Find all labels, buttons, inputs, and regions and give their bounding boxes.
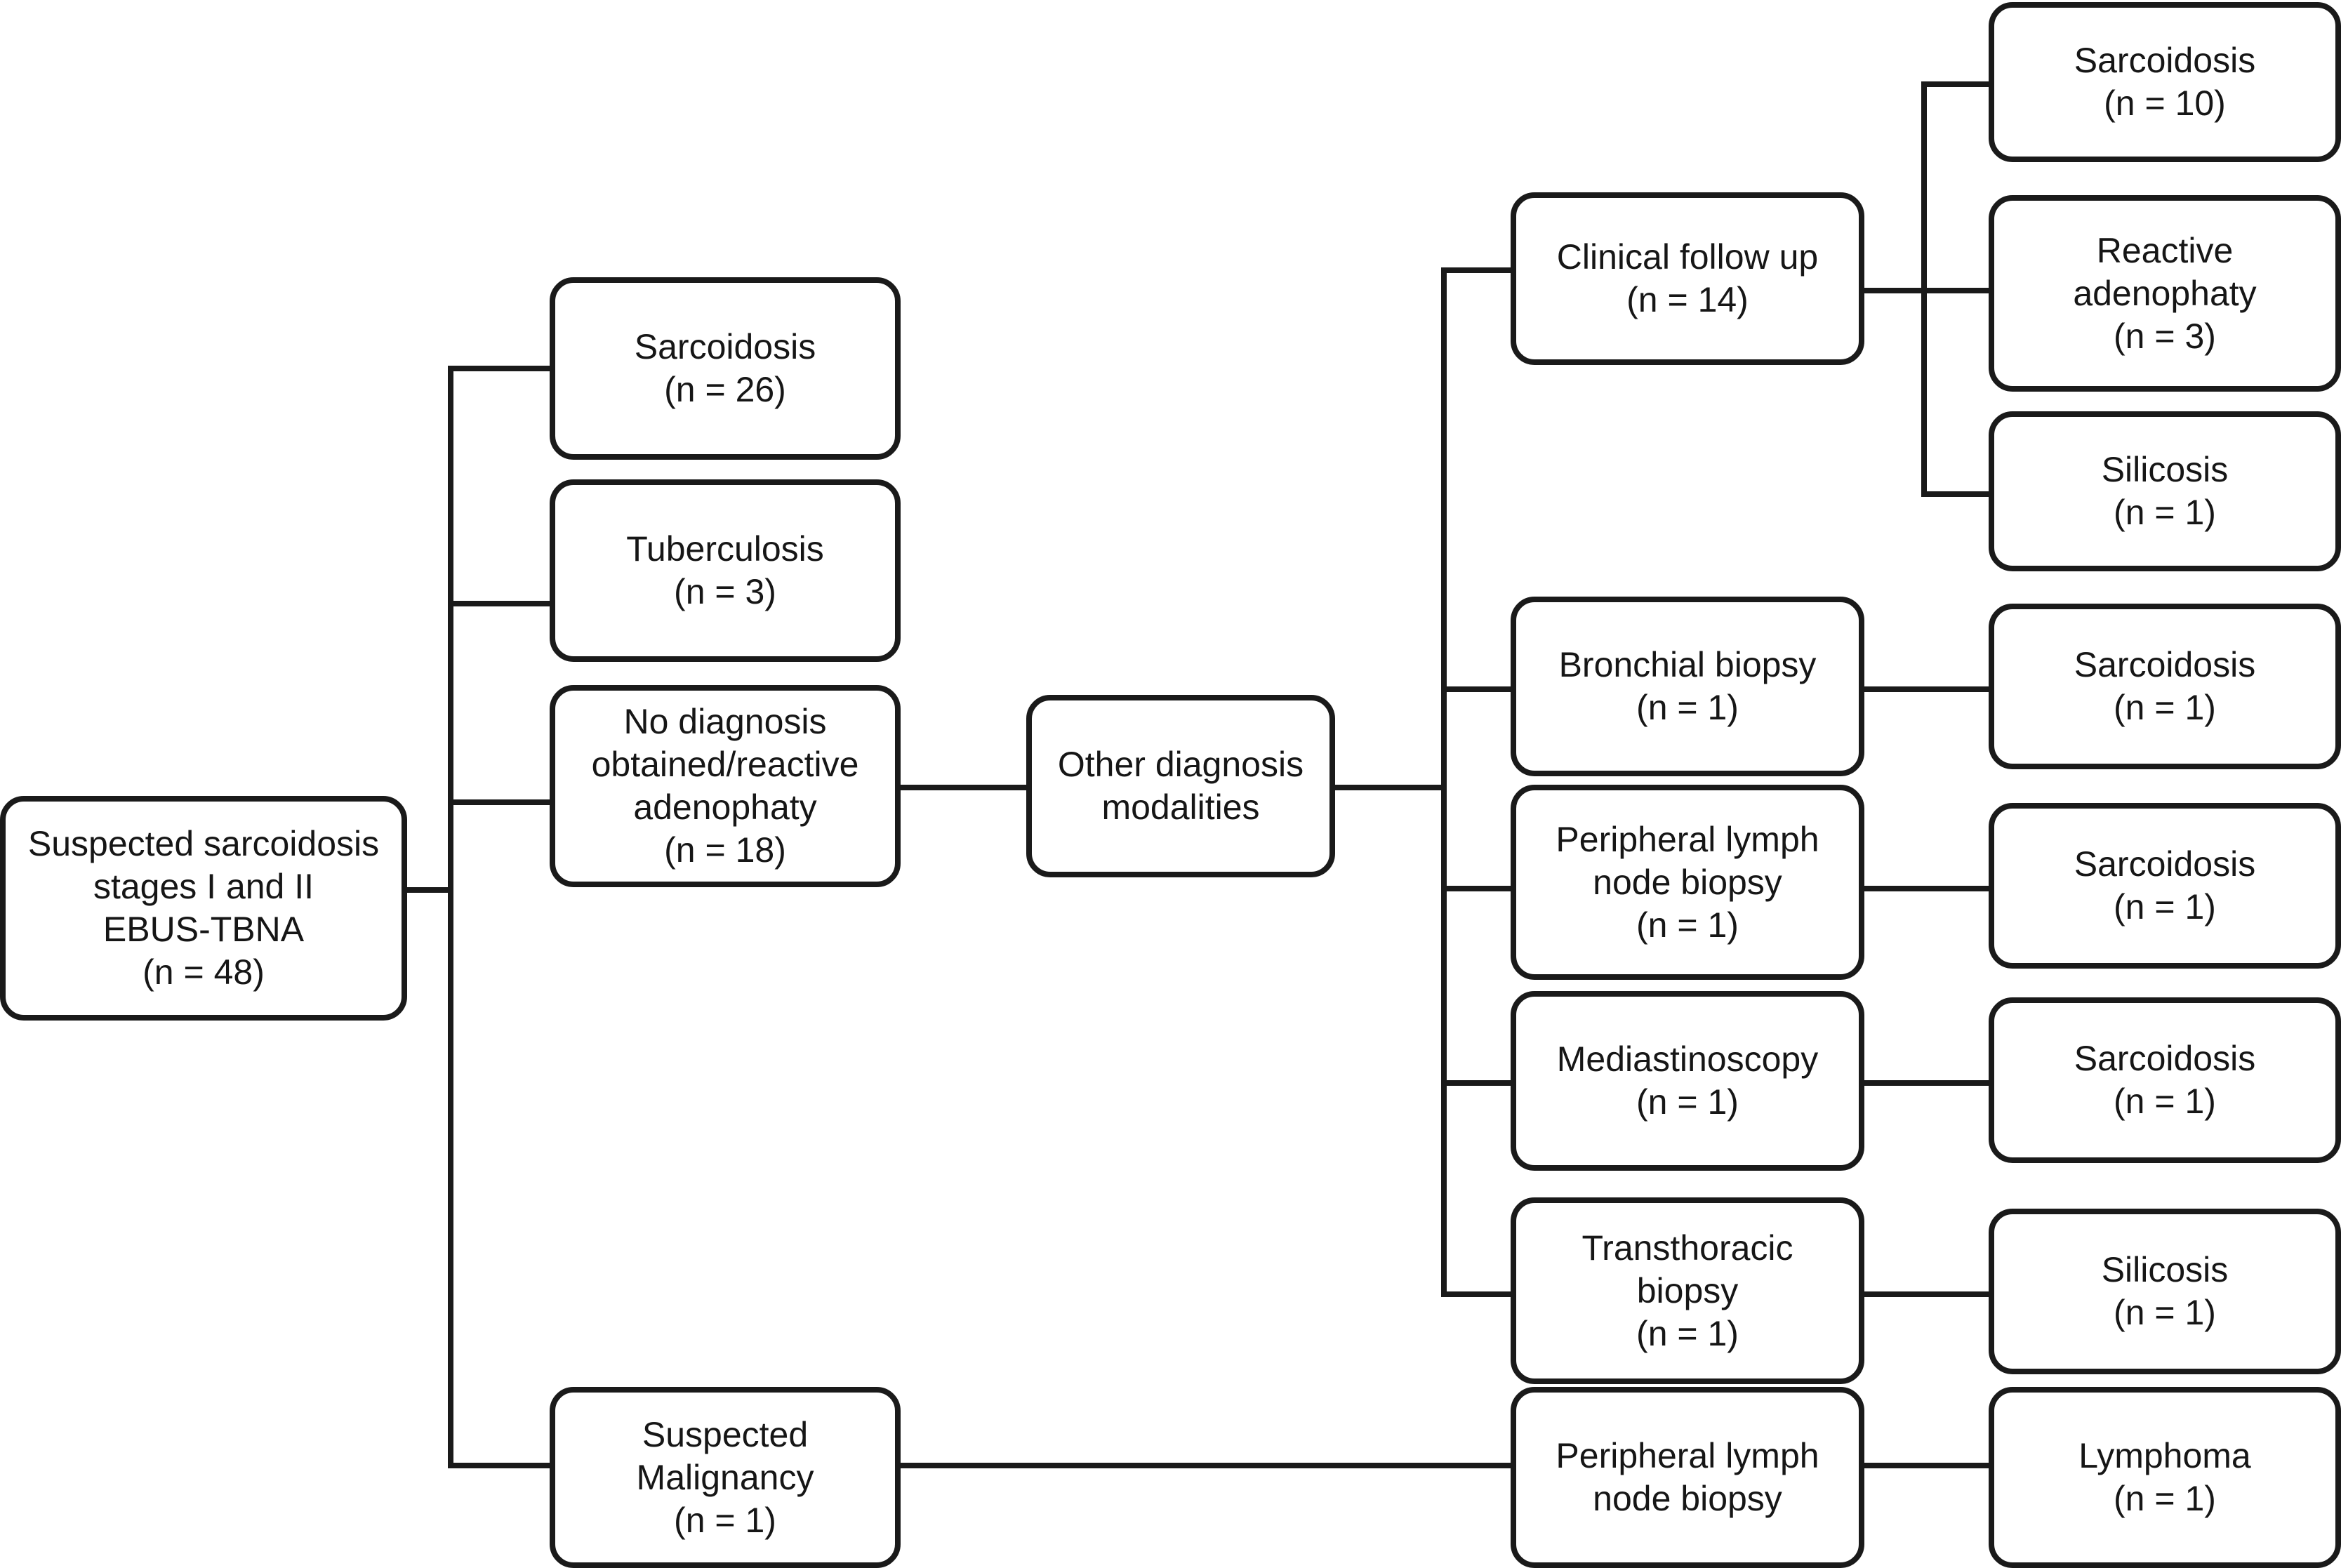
edge-other-stub bbox=[1331, 785, 1447, 790]
node-out-silicosis-1-bottom-label: Silicosis (n = 1) bbox=[2101, 1250, 2229, 1332]
node-no-diagnosis-18[interactable]: No diagnosis obtained/reactive adenophat… bbox=[550, 685, 901, 887]
node-out-silicosis-1-top-label: Silicosis (n = 1) bbox=[2101, 450, 2229, 532]
edge-transthor-to-silic1 bbox=[1860, 1291, 1992, 1297]
node-out-sarcoidosis-1-a[interactable]: Sarcoidosis (n = 1) bbox=[1989, 604, 2341, 769]
node-suspected-malignancy-1-label: Suspected Malignancy (n = 1) bbox=[636, 1414, 814, 1540]
node-peripheral-lymph-node-biopsy-1-label: Peripheral lymph node biopsy (n = 1) bbox=[1556, 819, 1819, 945]
node-out-reactive-adenophaty-3[interactable]: Reactive adenophaty (n = 3) bbox=[1989, 195, 2341, 392]
node-root[interactable]: Suspected sarcoidosis stages I and II EB… bbox=[0, 796, 407, 1021]
node-tuberculosis-3-label: Tuberculosis (n = 3) bbox=[626, 529, 824, 611]
node-bronchial-biopsy-1[interactable]: Bronchial biopsy (n = 1) bbox=[1511, 597, 1864, 776]
node-mediastinoscopy-1[interactable]: Mediastinoscopy (n = 1) bbox=[1511, 991, 1864, 1171]
edge-root-to-tb3 bbox=[448, 601, 553, 606]
node-out-lymphoma-1[interactable]: Lymphoma (n = 1) bbox=[1989, 1387, 2341, 1568]
edge-other-to-clinical bbox=[1441, 267, 1515, 273]
node-clinical-follow-up-14-label: Clinical follow up (n = 14) bbox=[1556, 237, 1819, 319]
edge-root-to-malig bbox=[448, 1463, 553, 1468]
edge-plnb-to-sarc1 bbox=[1860, 886, 1992, 891]
edge-root-to-nodiag bbox=[448, 799, 553, 805]
node-sarcoidosis-26[interactable]: Sarcoidosis (n = 26) bbox=[550, 277, 901, 460]
edge-clinical-stub bbox=[1860, 288, 1927, 293]
node-root-label: Suspected sarcoidosis stages I and II EB… bbox=[27, 824, 380, 992]
node-out-silicosis-1-top[interactable]: Silicosis (n = 1) bbox=[1989, 411, 2341, 571]
node-peripheral-lymph-node-biopsy-bottom[interactable]: Peripheral lymph node biopsy bbox=[1511, 1387, 1864, 1568]
edge-root-to-sarc26 bbox=[448, 366, 553, 371]
edge-other-to-plnb bbox=[1441, 886, 1515, 891]
edge-other-trunk bbox=[1441, 267, 1447, 1297]
edge-medias-to-sarc1 bbox=[1860, 1080, 1992, 1086]
edge-root-trunk bbox=[448, 366, 453, 1468]
edge-plnb-bottom-to-lymphoma bbox=[1860, 1463, 1992, 1468]
edge-other-to-bronchial bbox=[1441, 686, 1515, 692]
node-sarcoidosis-26-label: Sarcoidosis (n = 26) bbox=[634, 327, 816, 409]
node-clinical-follow-up-14[interactable]: Clinical follow up (n = 14) bbox=[1511, 192, 1864, 365]
node-out-sarcoidosis-1-b-label: Sarcoidosis (n = 1) bbox=[2074, 844, 2256, 926]
node-out-sarcoidosis-10-label: Sarcoidosis (n = 10) bbox=[2074, 41, 2256, 123]
node-transthoracic-biopsy-1[interactable]: Transthoracic biopsy (n = 1) bbox=[1511, 1197, 1864, 1384]
node-out-sarcoidosis-1-c[interactable]: Sarcoidosis (n = 1) bbox=[1989, 997, 2341, 1163]
node-suspected-malignancy-1[interactable]: Suspected Malignancy (n = 1) bbox=[550, 1387, 901, 1568]
edge-other-to-medias bbox=[1441, 1080, 1515, 1086]
edge-clinical-to-reactive bbox=[1921, 288, 1991, 293]
node-out-silicosis-1-bottom[interactable]: Silicosis (n = 1) bbox=[1989, 1209, 2341, 1374]
node-no-diagnosis-18-label: No diagnosis obtained/reactive adenophat… bbox=[591, 702, 859, 870]
edge-bronchial-to-sarc1 bbox=[1860, 686, 1992, 692]
node-peripheral-lymph-node-biopsy-1[interactable]: Peripheral lymph node biopsy (n = 1) bbox=[1511, 785, 1864, 980]
node-out-sarcoidosis-1-a-label: Sarcoidosis (n = 1) bbox=[2074, 645, 2256, 727]
edge-malig-to-plnb-bottom bbox=[898, 1463, 1516, 1468]
edge-clinical-to-sarc10 bbox=[1921, 81, 1991, 87]
node-transthoracic-biopsy-1-label: Transthoracic biopsy (n = 1) bbox=[1581, 1228, 1793, 1353]
node-bronchial-biopsy-1-label: Bronchial biopsy (n = 1) bbox=[1558, 645, 1817, 727]
edge-root-stub bbox=[404, 887, 453, 893]
edge-other-to-transthor bbox=[1441, 1291, 1515, 1297]
node-out-sarcoidosis-10[interactable]: Sarcoidosis (n = 10) bbox=[1989, 2, 2341, 162]
node-other-modalities[interactable]: Other diagnosis modalities bbox=[1026, 695, 1335, 877]
edge-clinical-to-silic bbox=[1921, 491, 1991, 497]
node-peripheral-lymph-node-biopsy-bottom-label: Peripheral lymph node biopsy bbox=[1556, 1436, 1819, 1518]
node-tuberculosis-3[interactable]: Tuberculosis (n = 3) bbox=[550, 479, 901, 662]
node-out-lymphoma-1-label: Lymphoma (n = 1) bbox=[2078, 1436, 2251, 1518]
node-other-modalities-label: Other diagnosis modalities bbox=[1057, 745, 1304, 827]
node-out-sarcoidosis-1-b[interactable]: Sarcoidosis (n = 1) bbox=[1989, 803, 2341, 969]
edge-nodiag-to-other bbox=[898, 785, 1030, 790]
node-out-sarcoidosis-1-c-label: Sarcoidosis (n = 1) bbox=[2074, 1039, 2256, 1121]
node-out-reactive-adenophaty-3-label: Reactive adenophaty (n = 3) bbox=[2073, 230, 2257, 356]
node-mediastinoscopy-1-label: Mediastinoscopy (n = 1) bbox=[1556, 1039, 1819, 1122]
